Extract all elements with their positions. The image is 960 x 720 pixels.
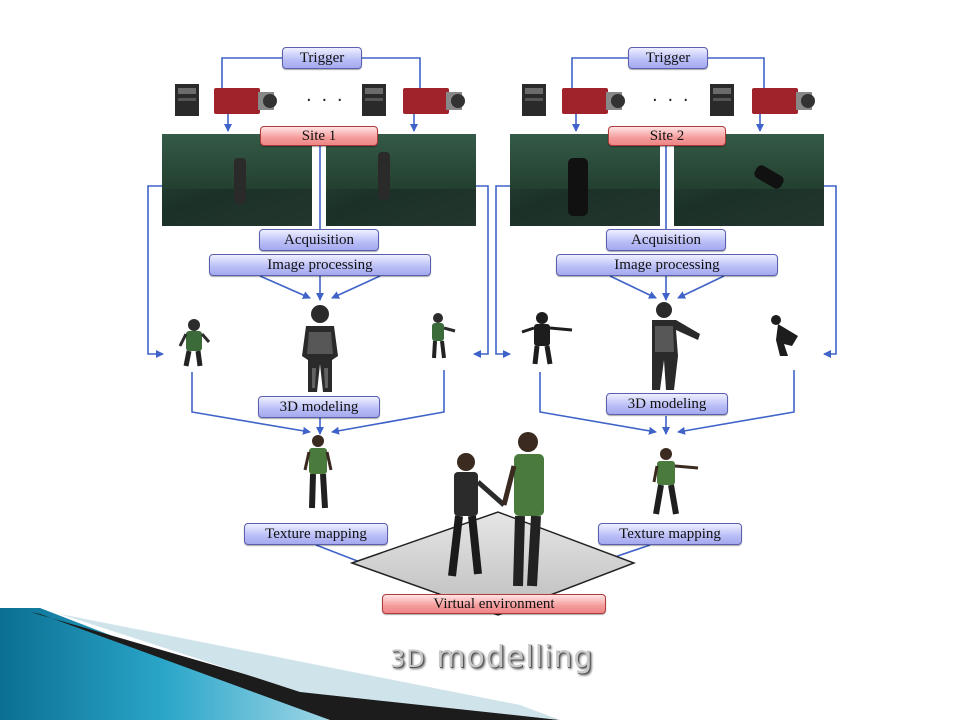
site2-textured-figure [652,448,699,515]
site2-texture-mapping-label: Texture mapping [598,523,742,545]
site1-photo-left [162,134,312,226]
site1-image-processing-label: Image processing [209,254,431,276]
site2-pointcloud-figure [652,302,700,390]
site2-trigger-label: Trigger [628,47,708,69]
site2-photo-right [674,134,824,226]
meeting-figure-left [448,453,506,577]
site2-acquisition-label: Acquisition [606,229,726,251]
site2-3d-modeling-label: 3D modeling [606,393,728,415]
site2-image-processing-label: Image processing [556,254,778,276]
site1-3d-modeling-label: 3D modeling [258,396,380,418]
site2-camera-ellipsis: · · · [652,90,691,111]
site1-site-label: Site 1 [260,126,378,146]
decorative-band [0,608,560,720]
site1-silhouette-left [178,319,211,367]
site2-site-label: Site 2 [608,126,726,146]
site2-camera-left [522,84,625,116]
site2-photo-left [510,134,660,226]
site2-silhouette-left [521,312,573,365]
site2-camera-right [710,84,815,116]
slide-title-prefix: 3D [390,645,426,673]
site1-camera-ellipsis: · · · [306,90,345,111]
site1-texture-mapping-label: Texture mapping [244,523,388,545]
site2-silhouette-right [771,315,798,356]
slide-title-main: modelling [425,640,594,675]
site1-trigger-label: Trigger [282,47,362,69]
site1-textured-figure [303,435,333,509]
site1-camera-left [175,84,277,116]
site1-photo-right [326,134,476,226]
meeting-figure-right [501,432,544,587]
site1-acquisition-label: Acquisition [259,229,379,251]
site1-pointcloud-figure [302,305,338,392]
virtual-environment-label: Virtual environment [382,594,606,614]
site1-silhouette-right [432,313,456,359]
slide-title: 3D modelling [390,640,593,675]
site1-camera-right [362,84,465,116]
